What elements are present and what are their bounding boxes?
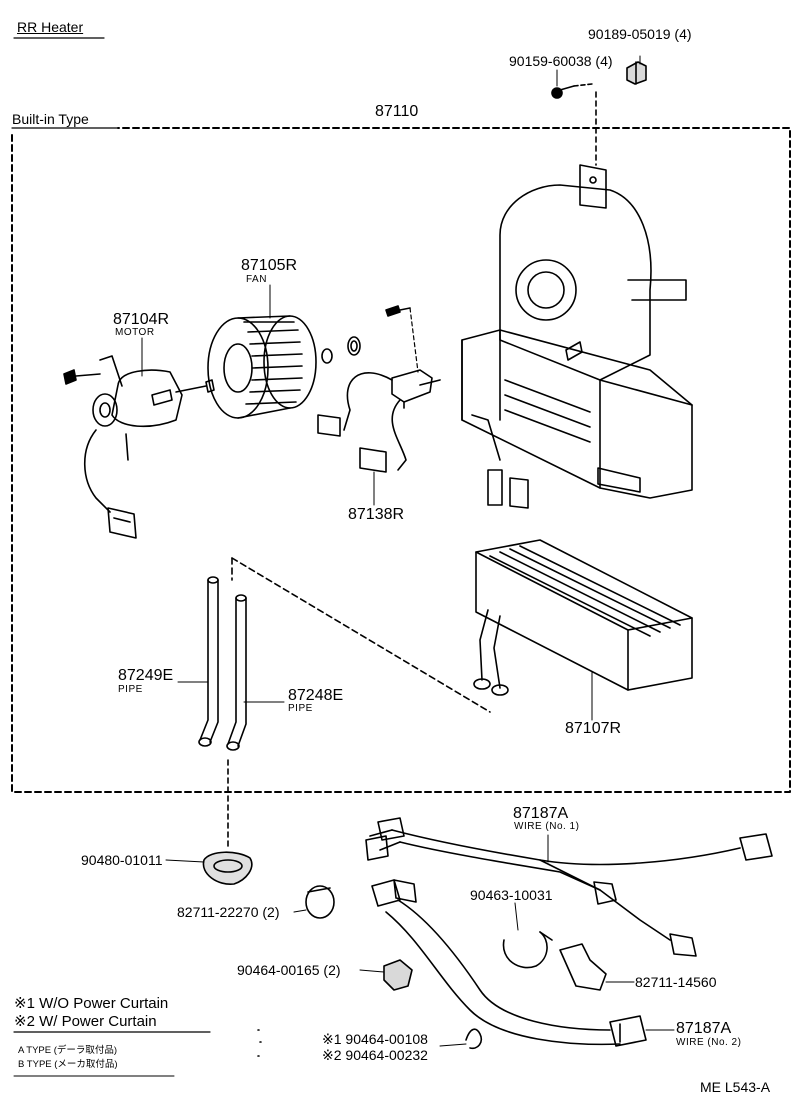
clamp-82711-14560-icon [559,943,607,991]
pipe-87249e-icon [198,576,219,747]
grommet-icon [202,851,253,885]
fan-label: FAN [246,274,267,285]
wire-no2-harness [385,899,621,1046]
pipe2-part-number: 87248E [288,687,344,704]
clamp3-part-number: 82711-14560 [635,974,717,990]
wire-no1-connector-e-icon [669,933,697,957]
heater-core-icon [473,539,693,696]
wire2-part-number: 87187A [676,1020,732,1037]
leader-90464-00165 [359,969,385,973]
blower-motor-icon [92,355,215,461]
nut-90189-icon [626,61,647,85]
legend-type-a: A TYPE (デーラ取付品) [18,1045,118,1056]
wire-no1-connector-c-icon [739,833,773,861]
diagram-code: ME L543-A [700,1079,771,1095]
motor-label: MOTOR [115,327,155,338]
motor-wire [84,429,111,513]
core-pipe-dash [231,557,491,713]
leader-clip-alt [439,1043,467,1047]
pipe2-label: PIPE [288,703,313,714]
wire-no1-harness [369,829,741,941]
clip-90464-alt-icon [465,1028,483,1050]
heater-unit-housing [461,164,693,509]
wire1-part-number: 87187A [513,805,569,822]
leader-90463 [514,902,519,931]
legend-note-2: ※2 W/ Power Curtain [14,1013,157,1030]
wire-no1-connector-b-icon [365,835,389,861]
resistor-connector-2-icon [359,447,387,473]
legend-type-b: B TYPE (メーカ取付品) [18,1059,118,1070]
screw-dash-leader [409,307,419,373]
resistor-icon [391,369,441,409]
fan-part-number: 87105R [241,257,298,274]
clip1-part-number: 90464-00165 (2) [237,962,341,978]
leader-82711-22270 [293,909,307,913]
builtin-type-boundary [11,127,791,793]
part-90159: 90159-60038 (4) [509,53,613,69]
clamp-82711-22270-icon [305,885,335,919]
resistor-connector-1-icon [317,414,341,437]
resistor-harness [343,372,407,471]
clip-alt-2: ※2 90464-00232 [322,1047,428,1063]
clip-90464-00165-icon [383,959,413,991]
assembly-part-number: 87110 [375,103,419,120]
builtin-type-label: Built-in Type [12,111,89,127]
clamp2-part-number: 90463-10031 [470,887,553,903]
motor-connector-icon [107,507,137,539]
wire-no2-connector-c-icon [609,1015,647,1047]
screw-90159-icon [551,83,593,99]
wire-no1-connector-d-icon [593,881,617,905]
part-90189: 90189-05019 (4) [588,26,692,42]
legend-note-1: ※1 W/O Power Curtain [14,995,169,1012]
wire2-label: WIRE (No. 2) [676,1037,742,1048]
resistor-part-number: 87138R [348,506,405,523]
clamp-90463-icon [502,931,553,969]
pipe1-label: PIPE [118,684,143,695]
washer-icon [321,336,361,364]
pipe1-part-number: 87249E [118,667,174,684]
clip-alt-1: ※1 90464-00108 [322,1031,428,1047]
wire-no2-connector-a-icon [371,879,401,907]
pipe-87248e-icon [226,594,247,751]
page-title: RR Heater [17,19,84,35]
leader-grommet [165,859,205,863]
motor-part-number: 87104R [113,311,170,328]
wire1-label: WIRE (No. 1) [514,821,580,832]
screw-small-icon [385,305,411,317]
grommet-part-number: 90480-01011 [81,852,163,868]
legend-dots [257,1029,262,1057]
fan-wheel-icon [207,315,317,419]
core-part-number: 87107R [565,720,622,737]
motor-screw-icon [63,369,101,385]
clamp1-part-number: 82711-22270 (2) [177,904,280,920]
wire-no1-connector-a-icon [377,817,405,841]
wire-no2-connector-b-icon [393,879,417,903]
